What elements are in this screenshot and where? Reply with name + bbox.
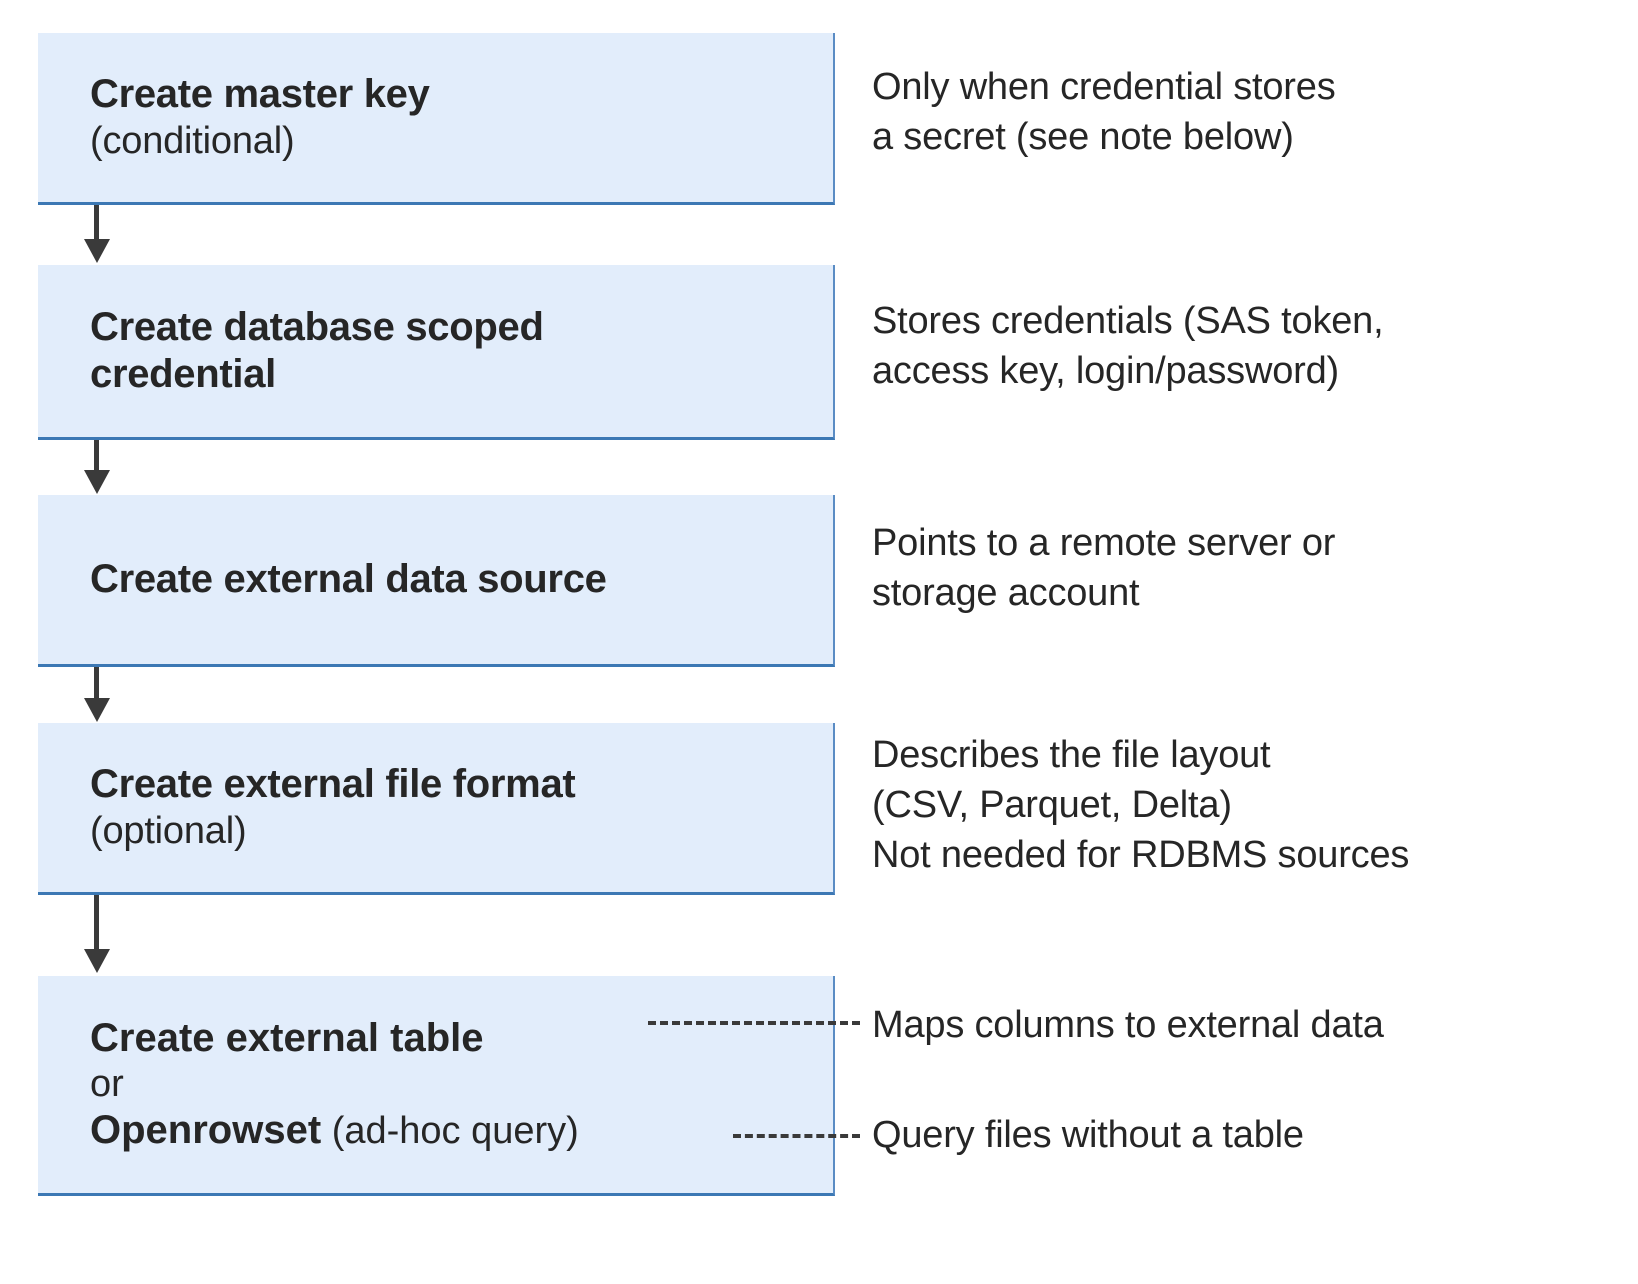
note-create-external-file-format: Describes the file layout (CSV, Parquet,… bbox=[872, 734, 1410, 877]
step-title: Create master key bbox=[90, 72, 430, 117]
dashed-connector-openrowset bbox=[733, 1134, 860, 1138]
step-box-create-external-file-format[interactable]: Create external file format (optional) bbox=[38, 723, 835, 895]
step-subtitle: (optional) bbox=[90, 809, 247, 852]
arrow-head bbox=[84, 239, 110, 263]
step-title-line2: credential bbox=[90, 352, 276, 396]
note-create-master-key: Only when credential stores a secret (se… bbox=[872, 66, 1336, 159]
arrow-head bbox=[84, 470, 110, 494]
dashed-connector-external-table bbox=[648, 1021, 860, 1025]
step-box-create-database-scoped-credential[interactable]: Create database scoped credential bbox=[38, 265, 835, 440]
step-box-create-master-key[interactable]: Create master key (conditional) bbox=[38, 33, 835, 205]
step-title: Create external file format bbox=[90, 762, 576, 807]
arrow-down-icon bbox=[84, 205, 110, 265]
step-title: Create database scoped bbox=[90, 304, 544, 349]
arrow-shaft bbox=[94, 895, 99, 951]
note-create-external-data-source: Points to a remote server or storage acc… bbox=[872, 522, 1336, 615]
step-text: Create database scoped credential bbox=[38, 304, 833, 398]
step-box-create-external-data-source[interactable]: Create external data source bbox=[38, 495, 835, 667]
step-text: Create external table or Openrowset (ad-… bbox=[38, 1015, 833, 1154]
step-title: Create external data source bbox=[90, 556, 607, 601]
arrow-down-icon bbox=[84, 895, 110, 976]
step-box-create-external-table-or-openrowset[interactable]: Create external table or Openrowset (ad-… bbox=[38, 976, 835, 1196]
arrow-head bbox=[84, 949, 110, 973]
step-alt-title-bold: Openrowset bbox=[90, 1107, 322, 1152]
step-text: Create master key (conditional) bbox=[38, 71, 833, 163]
note-create-external-table: Maps columns to external data bbox=[872, 1004, 1384, 1046]
arrow-shaft bbox=[94, 667, 99, 700]
step-text: Create external data source bbox=[38, 556, 833, 603]
arrow-down-icon bbox=[84, 667, 110, 723]
note-openrowset: Query files without a table bbox=[872, 1114, 1304, 1156]
step-title: Create external table bbox=[90, 1015, 484, 1060]
arrow-shaft bbox=[94, 205, 99, 241]
arrow-down-icon bbox=[84, 440, 110, 495]
step-text: Create external file format (optional) bbox=[38, 761, 833, 853]
note-create-database-scoped-credential: Stores credentials (SAS token, access ke… bbox=[872, 300, 1384, 393]
arrow-head bbox=[84, 698, 110, 722]
arrow-shaft bbox=[94, 440, 99, 472]
step-subtitle: (conditional) bbox=[90, 119, 295, 162]
step-alt-title: Openrowset (ad-hoc query) bbox=[90, 1107, 833, 1154]
step-alternative-connector: or bbox=[90, 1063, 124, 1106]
step-alt-title-suffix: (ad-hoc query) bbox=[321, 1109, 579, 1152]
